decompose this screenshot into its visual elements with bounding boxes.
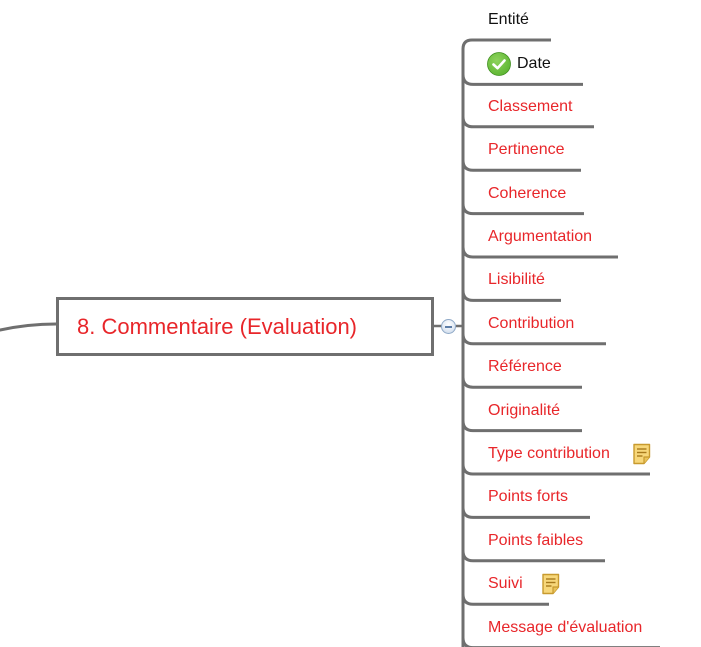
central-topic-label: 8. Commentaire (Evaluation) — [77, 313, 358, 339]
subtopic-label: Message d'évaluation — [488, 618, 643, 636]
subtopic-label: Argumentation — [488, 228, 593, 245]
note-icon[interactable] — [541, 573, 561, 595]
branch-line — [461, 203, 584, 216]
branch-line — [461, 333, 606, 346]
subtopic-label: Contribution — [488, 314, 575, 332]
branch-line — [461, 74, 583, 86]
subtopic-label: Coherence — [488, 184, 567, 202]
subtopic[interactable]: Classement — [488, 96, 572, 118]
branch-line — [461, 507, 590, 519]
parent-connector — [0, 322, 58, 332]
branch-line — [461, 637, 660, 647]
subtopic-label: Lisibilité — [488, 271, 545, 289]
branch-line — [461, 160, 581, 172]
subtopic-label: Points forts — [488, 488, 569, 506]
subtopic[interactable]: Contribution — [488, 313, 574, 335]
subtopic[interactable]: Coherence — [488, 183, 566, 205]
subtopic[interactable]: Message d'évaluation — [488, 617, 642, 639]
collapse-minus-icon[interactable] — [441, 319, 456, 334]
branch-line — [461, 116, 594, 129]
subtopic[interactable]: Entité — [488, 9, 529, 31]
branch-spine — [461, 38, 473, 647]
branch-line — [461, 246, 618, 259]
subtopic-label: Points faibles — [488, 531, 584, 549]
subtopic[interactable]: Date — [487, 52, 551, 77]
subtopic[interactable]: Type contribution — [488, 443, 652, 465]
subtopic-label: Date — [517, 55, 551, 73]
subtopic-label: Suivi — [488, 575, 523, 593]
subtopic[interactable]: Référence — [488, 356, 562, 378]
subtopic[interactable]: Pertinence — [488, 139, 565, 161]
subtopic-label: Type contribution — [488, 445, 610, 462]
branch-lines — [461, 38, 660, 647]
branch-line — [461, 290, 561, 302]
note-icon[interactable] — [632, 443, 652, 465]
subtopic[interactable]: Points forts — [488, 486, 568, 508]
subtopic[interactable]: Points faibles — [488, 530, 583, 552]
subtopic[interactable]: Originalité — [488, 400, 560, 422]
subtopic-label: Pertinence — [488, 141, 565, 159]
branch-line — [461, 594, 549, 606]
subtopic[interactable]: Argumentation — [488, 226, 592, 248]
subtopic-label: Originalité — [488, 401, 561, 419]
subtopic[interactable]: Suivi — [488, 573, 561, 595]
branch-line — [461, 420, 582, 433]
branch-line — [461, 377, 582, 389]
branch-line — [461, 463, 650, 476]
subtopic[interactable]: Lisibilité — [488, 269, 545, 291]
subtopic-label: Classement — [488, 97, 573, 115]
central-topic[interactable]: 8. Commentaire (Evaluation) — [56, 297, 434, 356]
check-circle-icon — [487, 52, 511, 77]
subtopic-label: Entité — [488, 11, 529, 28]
subtopic-label: Référence — [488, 358, 562, 376]
branch-line — [461, 550, 605, 563]
